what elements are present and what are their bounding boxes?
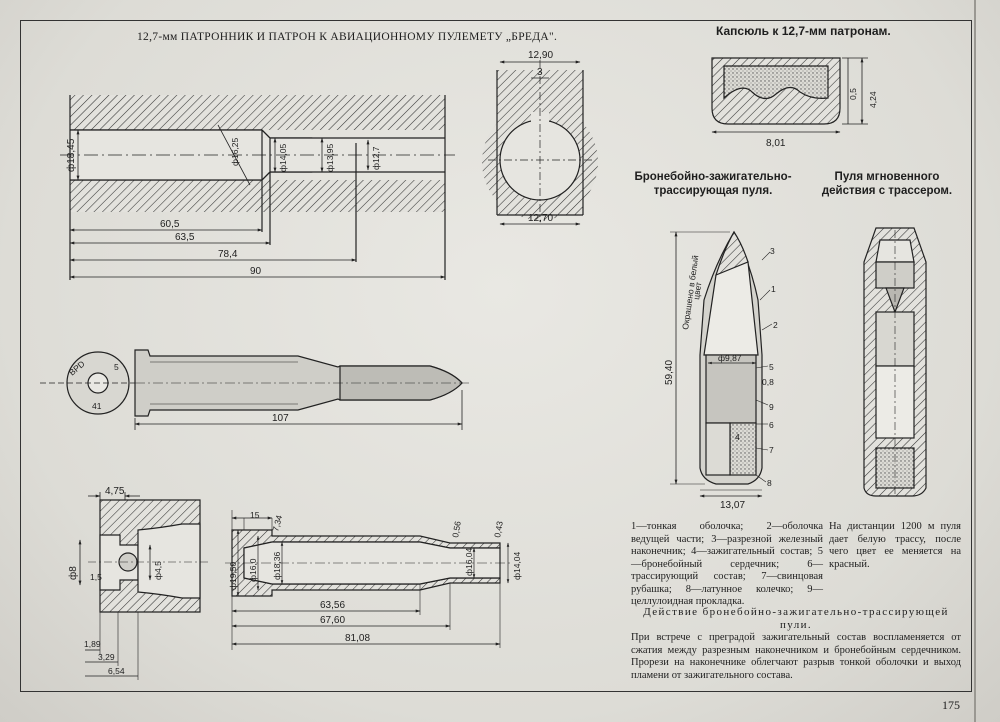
case-dim-7: 0,43 [492,520,505,538]
headstamp-num-1: 5 [114,362,119,372]
case-head-dim-4: ф4,5 [153,561,163,580]
chamber-dia-3: ф14,05 [278,143,288,172]
api-bullet-title-line-1: Бронебойно-зажигательно- [634,171,792,183]
primer-title: Капсюль к 12,7-мм патронам. [716,24,891,38]
api-length: 59,40 [664,360,675,385]
instant-bullet-title-line-1: Пуля мгновенного [834,171,940,183]
bore-labels: 12,90 3 12,70 [528,50,553,224]
api-callout-3: 3 [770,246,775,256]
chamber-len-1: 60,5 [160,219,180,230]
cartridge-length: 107 [272,413,289,424]
action-title: Действие бронебойно-зажигательно-трассир… [643,606,949,631]
case-len-2: 67,60 [320,615,345,626]
primer-dim-2: 4,24 [868,91,878,108]
api-callout-4: 4 [735,432,740,442]
api-bullet-title: Бронебойно-зажигательно- трассирующая пу… [618,170,808,198]
case-head-dim-2: ф8 [67,566,79,580]
case-dim-1: 15 [250,510,260,520]
primer-dim-1: 0,5 [848,88,858,100]
api-painted-line-2: цвет [691,281,703,300]
api-callout-7: 7 [769,445,774,455]
headstamp-num-2: 41 [92,401,102,411]
chamber-dia-2: ф16,25 [230,137,240,166]
bore-dim-2: 3 [537,67,543,78]
case-dim-9: ф14,04 [512,551,522,580]
bore-dim-3: 12,70 [528,213,553,224]
case-head-dim-7: 6,54 [108,666,125,676]
cartridge-side [134,349,470,430]
case-head-dim-3: 1,5 [90,572,102,582]
api-gap: 0,8 [762,377,774,387]
chamber-dia-4: ф13,95 [325,143,335,172]
api-bullet-drawing [670,230,773,498]
case-len-1: 63,56 [320,600,345,611]
case-dim-6: 0,56 [450,520,463,538]
chamber-len-2: 63,5 [175,232,195,243]
api-dia: ф9,87 [718,353,742,363]
api-callout-2: 2 [773,320,778,330]
api-callout-5: 5 [769,362,774,372]
chamber-drawing [60,95,455,280]
action-text: При встрече с преградой зажигательный со… [631,632,961,681]
api-legend: 1—тонкая оболочка; 2—оболочка ведущей ча… [631,521,823,607]
case-len-3: 81,08 [345,633,370,644]
case-head-labels: 4,75 ф8 1,5 ф4,5 1,89 3,29 6,54 [67,486,163,676]
case-section-labels: 15 7,34 ф19,50 ф16,0 ф18,36 0,56 0,43 ф1… [228,510,522,644]
chamber-len-4: 90 [250,266,262,277]
instant-bullet-title-line-2: действия с трассером. [821,185,953,197]
case-dim-2: 7,34 [270,514,284,533]
instant-bullet-drawing [863,227,927,497]
chamber-labels: ф18,45 ф16,25 ф14,05 ф13,95 ф12,7 60,5 6… [65,137,381,277]
primer-labels: 0,5 4,24 8,01 [766,88,878,149]
case-dim-5: ф18,36 [272,551,282,580]
page-number: 175 [942,698,960,712]
case-head-dim-6: 3,29 [98,652,115,662]
primer-drawing [711,57,868,134]
case-head-dim-5: 1,89 [84,639,101,649]
headstamp [40,351,155,415]
bore-dim-1: 12,90 [528,50,553,61]
chamber-len-3: 78,4 [218,249,238,260]
api-callout-6: 6 [769,420,774,430]
api-width: 13,07 [720,500,745,511]
api-callout-9: 9 [769,402,774,412]
main-title: 12,7-мм ПАТРОННИК И ПАТРОН К АВИАЦИОННОМ… [137,31,558,43]
case-head-dim-1: 4,75 [105,486,125,497]
instant-bullet-title: Пуля мгновенного действия с трассером. [812,170,962,198]
api-bullet-title-line-2: трассирующая пуля. [653,185,773,197]
case-dim-8: ф16,04 [464,547,474,576]
primer-dim-3: 8,01 [766,138,786,149]
case-dim-3: ф19,50 [228,561,238,590]
drawing-frame [20,20,972,692]
api-callout-8: 8 [767,478,772,488]
instant-legend: На дистанции 1200 м пуля дает белую трас… [829,521,961,570]
chamber-dia-5: ф12,7 [371,146,381,170]
case-section-drawing [225,510,510,650]
case-dim-4: ф16,0 [248,558,258,582]
case-head-drawing [78,492,210,680]
bore-section [482,60,598,226]
api-callout-1: 1 [771,284,776,294]
chamber-dia-1: ф18,45 [65,138,77,172]
